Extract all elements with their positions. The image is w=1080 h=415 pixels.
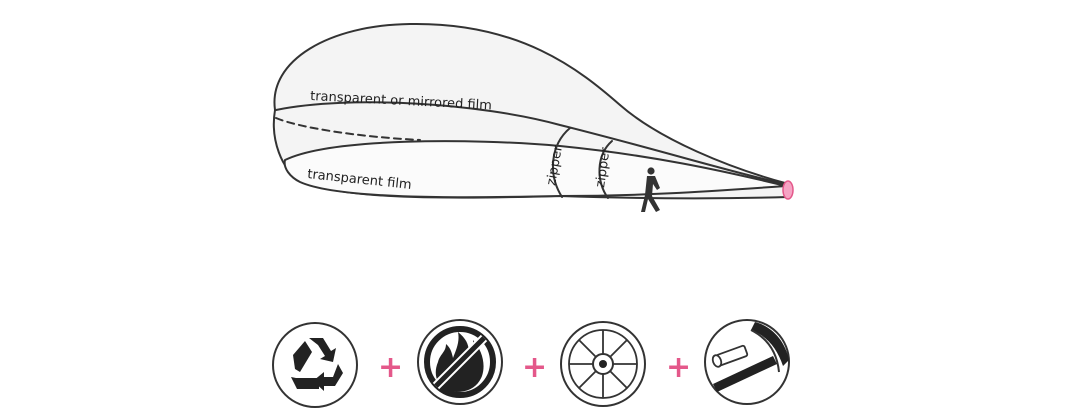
upper-film-edge	[275, 101, 786, 185]
hidden-edge-dashed	[275, 117, 421, 141]
plus-separator-3: +	[666, 350, 691, 385]
zipper-label-left: zipper	[544, 144, 566, 187]
zipper-seam-left	[552, 127, 571, 198]
inflatable-structure	[272, 22, 794, 200]
no-fire-icon	[417, 319, 503, 405]
fan-icon	[560, 321, 646, 407]
plus-separator-2: +	[522, 350, 547, 385]
zipper-seam-right	[598, 140, 613, 199]
recycle-icon	[272, 322, 358, 408]
end-opening	[782, 180, 794, 200]
features-row: + + +	[272, 319, 790, 408]
tube-connector-icon	[704, 319, 790, 405]
lower-film-edge	[283, 140, 787, 199]
zipper-label-right: zipper	[593, 146, 614, 189]
plus-separator-1: +	[378, 350, 403, 385]
walking-person-icon	[641, 167, 660, 212]
